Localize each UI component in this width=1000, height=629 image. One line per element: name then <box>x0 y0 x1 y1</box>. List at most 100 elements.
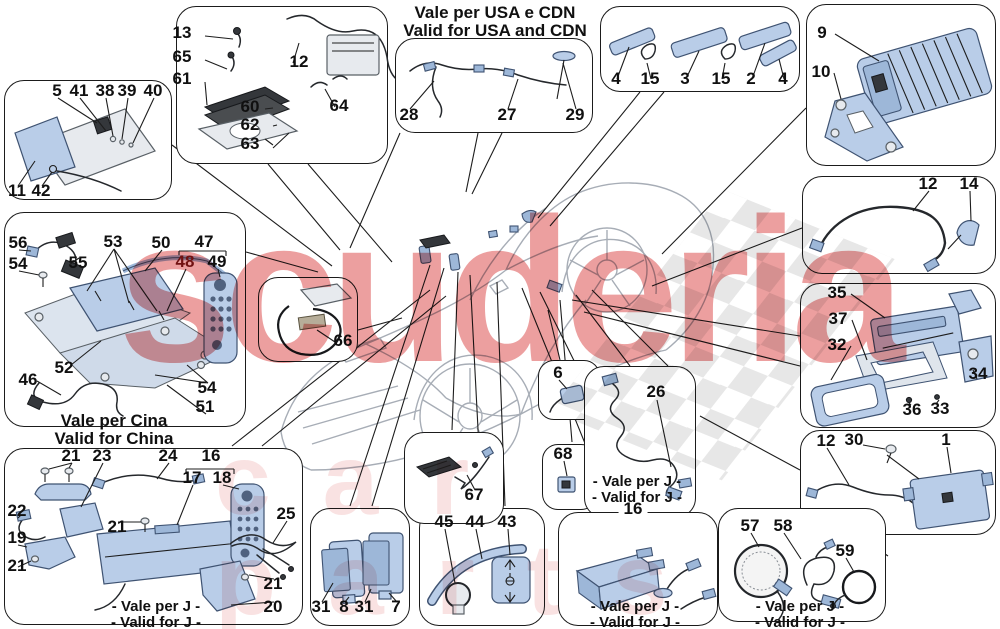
part-number-34: 34 <box>968 364 988 383</box>
part-number-4: 4 <box>778 69 788 88</box>
part-number-54: 54 <box>8 254 28 273</box>
amplifier-illustration <box>824 27 993 162</box>
cable-illustration <box>808 190 980 273</box>
part-number-54: 54 <box>197 378 217 397</box>
part-number-15: 15 <box>640 69 660 88</box>
part-box-japan-tuner <box>4 448 303 625</box>
part-box-16-kit <box>558 512 718 626</box>
part-number-38: 38 <box>95 81 115 100</box>
part-number-55: 55 <box>68 253 88 272</box>
japan-tuner-illustration <box>15 462 297 612</box>
connector-illustration <box>557 460 576 493</box>
part-number-12: 12 <box>816 431 836 450</box>
part-number-42: 42 <box>31 181 51 200</box>
part-number-62: 62 <box>240 115 260 134</box>
part-number-57: 57 <box>740 516 760 535</box>
part-number-47: 47 <box>194 232 214 251</box>
part-number-17: 17 <box>182 468 202 487</box>
part-box-usb-port <box>419 508 545 626</box>
part-number-65: 65 <box>172 47 192 66</box>
part-number-15: 15 <box>711 69 731 88</box>
part-number-40: 40 <box>143 81 163 100</box>
part-number-60: 60 <box>240 97 260 116</box>
part-number-31: 31 <box>311 597 331 616</box>
china-kit-illustration <box>18 231 238 417</box>
part-number-37: 37 <box>828 309 848 328</box>
part-number-45: 45 <box>434 512 454 531</box>
harness-26-illustration <box>601 372 693 501</box>
part-number-67: 67 <box>464 485 484 504</box>
part-number-39: 39 <box>117 81 137 100</box>
part-number-29: 29 <box>565 105 585 124</box>
module-cable-illustration <box>415 446 495 491</box>
part-number-27: 27 <box>497 105 517 124</box>
part-number-12: 12 <box>289 52 309 71</box>
part-box-j-cables <box>718 508 886 622</box>
part-number-2: 2 <box>746 69 756 88</box>
part-number-14: 14 <box>959 174 979 193</box>
part-box-radio <box>800 283 996 428</box>
part-number-66: 66 <box>333 331 353 350</box>
part-box-display <box>4 80 172 200</box>
part-number-61: 61 <box>172 69 192 88</box>
part-number-36: 36 <box>902 400 922 419</box>
part-number-43: 43 <box>497 512 517 531</box>
part-box-cable-12-14 <box>802 176 996 274</box>
part-number-5: 5 <box>52 81 62 100</box>
part-number-33: 33 <box>930 399 950 418</box>
part-number-4: 4 <box>611 69 621 88</box>
part-number-21: 21 <box>61 446 81 465</box>
usa-harness-illustration <box>409 50 577 118</box>
part-number-8: 8 <box>339 597 349 616</box>
part-number-20: 20 <box>263 597 283 616</box>
part-number-25: 25 <box>276 504 296 523</box>
loop-cable-illustration <box>277 283 353 356</box>
part-box-66 <box>258 277 358 362</box>
part-number-21: 21 <box>107 517 127 536</box>
part-number-64: 64 <box>329 96 349 115</box>
part-box-control-unit <box>800 430 996 535</box>
part-box-usa-harness <box>395 38 593 133</box>
part-box-67 <box>404 432 504 524</box>
part-number-10: 10 <box>811 62 831 81</box>
usb-port-illustration <box>427 528 531 615</box>
part-number-51: 51 <box>195 397 215 416</box>
part-number-1: 1 <box>941 430 951 449</box>
radio-illustration <box>810 289 994 427</box>
control-unit-illustration <box>805 444 994 530</box>
part-number-32: 32 <box>827 335 847 354</box>
part-number-26: 26 <box>646 382 666 401</box>
caption: - Vale per J -- Valid for J - <box>589 598 681 629</box>
part-box-amplifier <box>806 4 996 166</box>
part-box-antenna-amplifiers <box>600 6 800 92</box>
amplifiers-illustration <box>609 21 797 80</box>
part-number-19: 19 <box>7 528 27 547</box>
part-number-44: 44 <box>465 512 485 531</box>
part-number-50: 50 <box>151 233 171 252</box>
caption: - Vale per J -- Valid for J - <box>110 598 202 629</box>
part-number-30: 30 <box>844 430 864 449</box>
part-number-16: 16 <box>201 446 221 465</box>
part-box-china <box>4 212 246 427</box>
part-number-24: 24 <box>158 446 178 465</box>
part-number-13: 13 <box>172 23 192 42</box>
part-number-11: 11 <box>8 181 26 200</box>
j-cables-illustration <box>733 532 877 620</box>
part-number-12: 12 <box>918 174 938 193</box>
part-box-speakers <box>310 508 410 626</box>
part-number-3: 3 <box>680 69 690 88</box>
part-number-52: 52 <box>54 358 74 377</box>
display-illustration <box>14 97 156 192</box>
part-number-21: 21 <box>263 574 283 593</box>
caption: - Vale per J -- Valid for J - <box>591 473 683 506</box>
part-number-35: 35 <box>827 283 847 302</box>
part-number-6: 6 <box>553 363 563 382</box>
car-mounted-parts <box>418 209 563 293</box>
part-number-49: 49 <box>207 252 227 271</box>
part-number-59: 59 <box>835 541 855 560</box>
part-number-63: 63 <box>240 134 260 153</box>
part-number-18: 18 <box>212 468 232 487</box>
